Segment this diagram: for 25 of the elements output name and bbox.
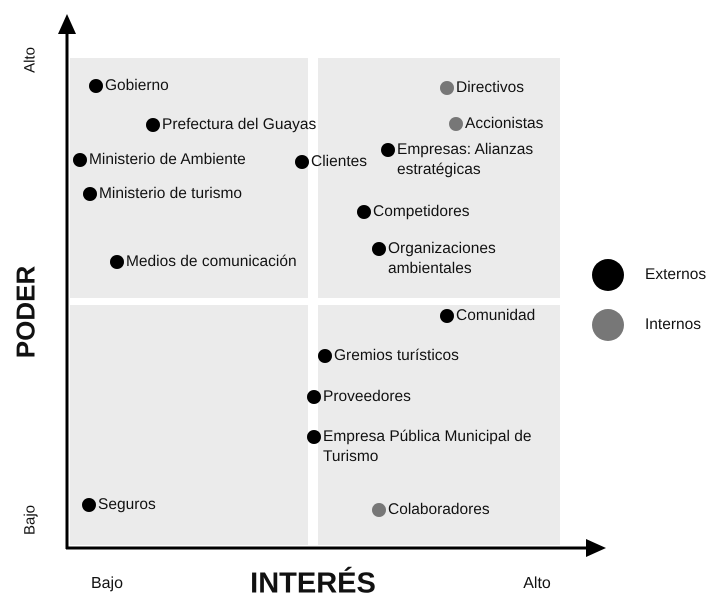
point-label: Accionistas <box>465 114 544 134</box>
axis-title: PODER <box>10 266 42 358</box>
point-label: Comunidad <box>456 306 536 326</box>
point-label: Empresas: Alianzas estratégicas <box>397 140 534 180</box>
axis-tick-label: Bajo <box>90 575 124 593</box>
legend-label: Internos <box>645 315 702 335</box>
point-label: Gobierno <box>105 76 169 96</box>
point-label: Competidores <box>373 202 470 222</box>
point-label: Ministerio de turismo <box>99 184 242 204</box>
point-label: Gremios turísticos <box>334 346 459 366</box>
point-label: Empresa Pública Municipal de Turismo <box>323 427 532 467</box>
point-label: Directivos <box>456 78 524 98</box>
legend-label: Externos <box>645 265 706 285</box>
point-label: Organizaciones ambientales <box>388 239 497 279</box>
axis-tick-label: Alto <box>22 47 38 73</box>
point-label: Seguros <box>98 495 156 515</box>
point-label: Colaboradores <box>388 500 490 520</box>
point-label: Clientes <box>311 152 367 172</box>
axis-title: INTERÉS <box>250 568 376 600</box>
axis-tick-label: Alto <box>523 575 551 593</box>
point-label: Prefectura del Guayas <box>162 115 316 135</box>
point-label: Proveedores <box>323 387 411 407</box>
point-label: Ministerio de Ambiente <box>89 150 246 170</box>
point-label: Medios de comunicación <box>126 252 297 272</box>
axis-tick-label: Bajo <box>22 504 38 536</box>
